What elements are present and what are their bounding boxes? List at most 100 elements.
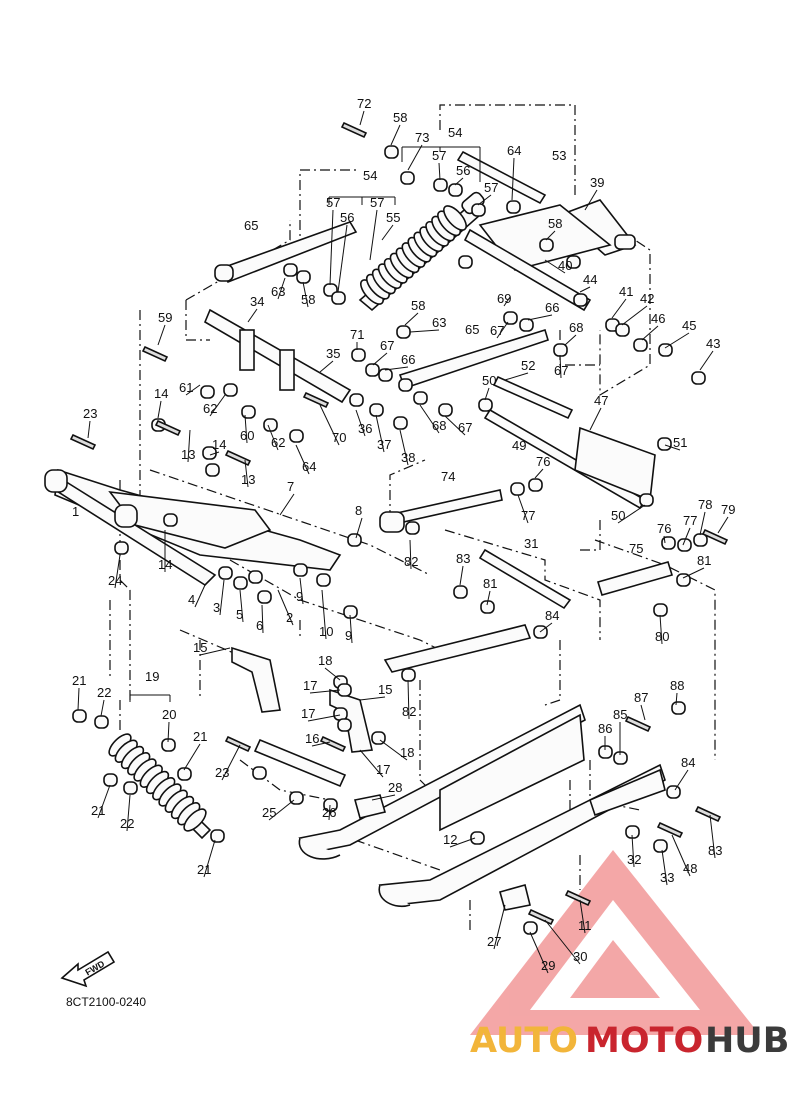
- leader-line: [239, 589, 244, 623]
- callout-44: 44: [583, 272, 597, 287]
- spring-coil: [443, 205, 467, 231]
- bushing: [458, 255, 473, 269]
- callout-8: 8: [355, 503, 362, 518]
- bushing: [337, 718, 352, 732]
- bushing: [661, 536, 676, 550]
- leader-line: [390, 124, 401, 146]
- callout-57: 57: [432, 148, 446, 163]
- callout-4: 4: [188, 592, 195, 607]
- leader-line: [267, 424, 279, 451]
- bushing: [72, 709, 87, 723]
- callout-69: 69: [497, 291, 511, 306]
- leader-line: [517, 494, 529, 524]
- callout-9: 9: [345, 628, 352, 643]
- leader-line: [674, 769, 689, 791]
- leader-line: [209, 394, 226, 417]
- callout-17: 17: [376, 762, 390, 777]
- bushing: [365, 363, 380, 377]
- leader-line: [114, 554, 121, 589]
- callout-52: 52: [521, 358, 535, 373]
- callout-48: 48: [683, 861, 697, 876]
- leader-line: [409, 539, 412, 570]
- bushing: [566, 255, 581, 269]
- callout-83: 83: [456, 551, 470, 566]
- leader-line: [359, 696, 386, 701]
- leader-line: [379, 739, 408, 761]
- leader-line: [319, 404, 340, 446]
- spring-coil: [183, 808, 207, 832]
- callout-18: 18: [400, 745, 414, 760]
- leader-line: [299, 577, 304, 605]
- callout-3: 3: [213, 600, 220, 615]
- watermark-text: AUTO MOTO HUB: [470, 1021, 789, 1061]
- callout-30: 30: [573, 949, 587, 964]
- callout-68: 68: [432, 418, 446, 433]
- callout-9: 9: [296, 589, 303, 604]
- leader-line: [203, 839, 216, 878]
- callout-61: 61: [179, 380, 193, 395]
- callout-37: 37: [377, 437, 391, 452]
- callout-33: 33: [660, 870, 674, 885]
- front-arm: [44, 468, 342, 587]
- bolt: [564, 889, 592, 907]
- leader-line: [311, 741, 331, 747]
- bushing: [553, 343, 568, 357]
- leader-line: [372, 352, 388, 366]
- leader-line: [307, 714, 341, 722]
- leader-line: [319, 360, 334, 373]
- leader-line: [355, 409, 366, 437]
- callout-80: 80: [655, 629, 669, 644]
- leader-line: [295, 444, 310, 475]
- callout-81: 81: [483, 576, 497, 591]
- callout-68: 68: [569, 320, 583, 335]
- callout-14: 14: [212, 437, 226, 452]
- callout-35: 35: [326, 346, 340, 361]
- rod-74: [387, 489, 503, 526]
- bushing: [503, 311, 518, 325]
- leader-line: [534, 468, 544, 479]
- bushing: [676, 573, 691, 587]
- shaft-52: [492, 375, 574, 420]
- leader-line: [279, 493, 295, 516]
- callout-67: 67: [490, 323, 504, 338]
- callout-25: 25: [262, 805, 276, 820]
- leader-line: [369, 209, 378, 261]
- bolt: [319, 735, 347, 753]
- bushing: [316, 573, 331, 587]
- bushing: [177, 767, 192, 781]
- bushing: [293, 563, 308, 577]
- bushing: [205, 463, 220, 477]
- callout-21: 21: [72, 673, 86, 688]
- leader-line: [219, 579, 225, 616]
- bushing: [471, 203, 486, 217]
- bushing: [510, 482, 525, 496]
- leader-line: [640, 704, 646, 721]
- bushing: [405, 521, 420, 535]
- bushing: [539, 238, 554, 252]
- callout-50: 50: [482, 373, 496, 388]
- leader-line: [167, 721, 170, 743]
- rear-arm-15a: [231, 646, 281, 713]
- leader-line: [355, 517, 363, 539]
- bolt: [701, 528, 729, 546]
- bushing: [448, 183, 463, 197]
- callout-56: 56: [456, 163, 470, 178]
- callout-74: 74: [441, 469, 455, 484]
- callout-64: 64: [507, 143, 521, 158]
- callout-54: 54: [448, 125, 462, 140]
- leader-line: [659, 614, 663, 645]
- callout-18: 18: [318, 653, 332, 668]
- leader-line: [199, 647, 231, 656]
- callout-63: 63: [271, 284, 285, 299]
- bushing: [233, 576, 248, 590]
- leader-line: [527, 314, 553, 321]
- leader-line: [717, 516, 729, 534]
- bolt: [656, 821, 684, 839]
- bushing: [369, 403, 384, 417]
- callout-56: 56: [340, 210, 354, 225]
- leader-line: [407, 679, 410, 720]
- leader-line: [371, 794, 396, 801]
- callout-32: 32: [627, 852, 641, 867]
- bushing: [200, 385, 215, 399]
- leader-line: [671, 834, 691, 877]
